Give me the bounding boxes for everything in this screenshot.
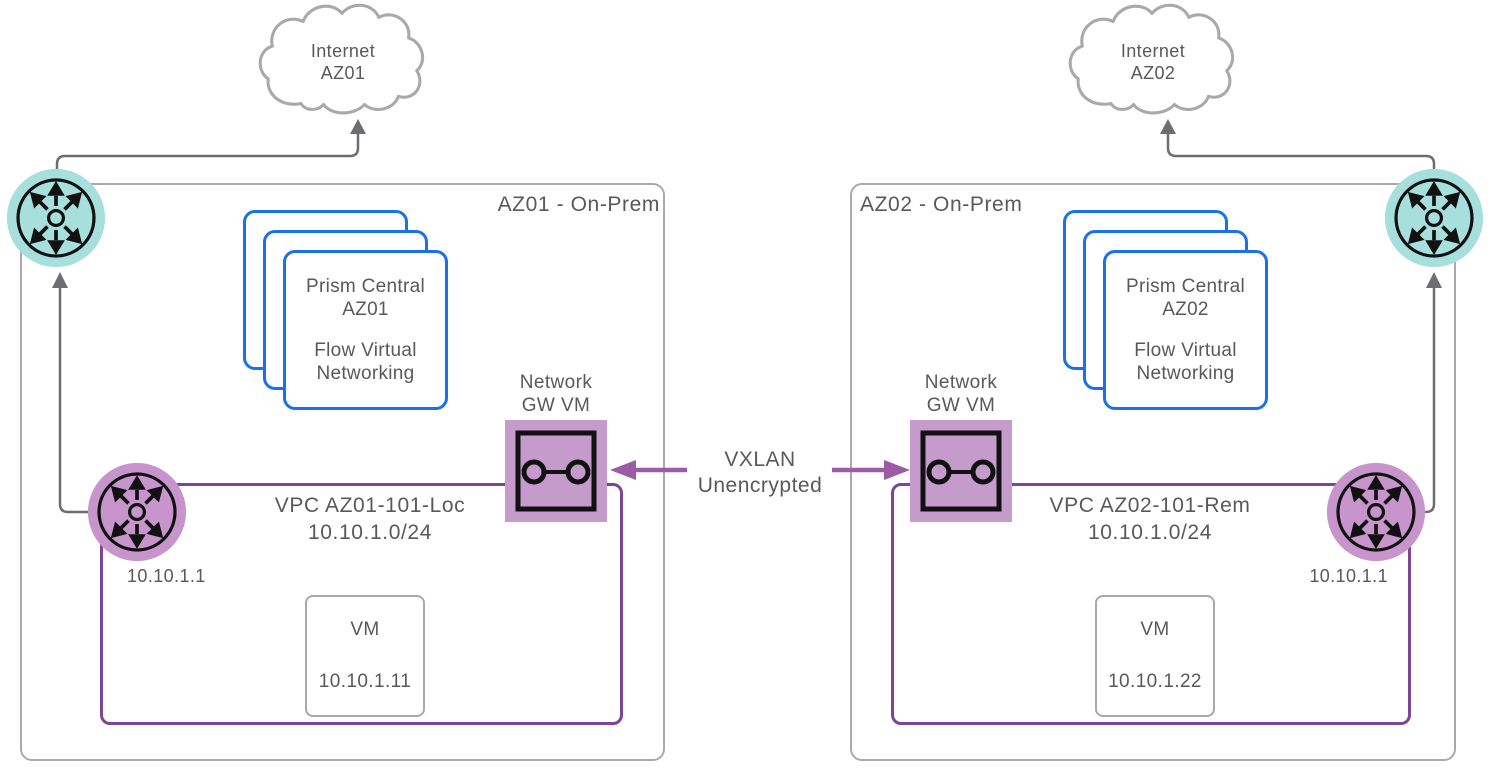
internet-az01-label-line1: Internet — [310, 41, 376, 61]
edge-router-icon-az02 — [1384, 168, 1484, 268]
az02-internet-uplink-arrow — [1160, 119, 1436, 215]
prism-az01-sub-line1: Flow Virtual — [314, 340, 417, 361]
prism-az01-sub-line2: Networking — [316, 363, 415, 384]
az01-vpc-to-edge-arrow — [52, 272, 137, 514]
prism-az01-title-line2: AZ01 — [342, 299, 389, 320]
edge-router-icon-az01 — [6, 168, 106, 268]
vpc-az01-name: VPC AZ01-101-Loc — [274, 494, 466, 517]
internet-az02-label-line2: AZ02 — [1130, 63, 1176, 83]
vpc-az01-box — [100, 483, 623, 725]
gateway-az01-label-line1: Network — [519, 372, 593, 393]
internet-cloud-icon-az01 — [258, 3, 425, 115]
internet-az02-label-line1: Internet — [1120, 41, 1186, 61]
vpc-az01-cidr: 10.10.1.0/24 — [308, 521, 432, 544]
prism-central-az02-card: Prism Central AZ02 Flow Virtual Networki… — [1103, 250, 1268, 410]
az01-internet-uplink-arrow — [55, 119, 366, 215]
vpc-router-az02-ip: 10.10.1.1 — [1309, 566, 1388, 586]
gateway-az02-label: Network GW VM — [881, 371, 1041, 417]
internet-az02-label: Internet AZ02 — [1068, 40, 1238, 84]
prism-az02-sub-line2: Networking — [1136, 363, 1235, 384]
vxlan-link-label-line1: VXLAN — [724, 448, 796, 471]
gateway-az01-label-line2: GW VM — [521, 395, 591, 416]
prism-az02-sub-line1: Flow Virtual — [1134, 340, 1237, 361]
vpc-router-az01-ip: 10.10.1.1 — [127, 566, 206, 586]
vpc-az02-label: VPC AZ02-101-Rem 10.10.1.0/24 — [950, 492, 1350, 546]
internet-az01-label-line2: AZ01 — [320, 63, 366, 83]
vxlan-link-label-line2: Unencrypted — [697, 474, 823, 497]
internet-az01-label: Internet AZ01 — [258, 40, 428, 84]
vpc-az02-name: VPC AZ02-101-Rem — [1049, 494, 1251, 517]
internet-cloud-icon-az02 — [1068, 3, 1235, 115]
vxlan-arrow-to-az02-gateway — [832, 460, 910, 480]
prism-az01-title-line1: Prism Central — [306, 276, 425, 297]
vxlan-arrow-to-az01-gateway — [610, 460, 687, 480]
vpc-az02-cidr: 10.10.1.0/24 — [1088, 521, 1212, 544]
vm-box-az01: VM 10.10.1.11 — [305, 595, 425, 717]
prism-central-az01-card: Prism Central AZ01 Flow Virtual Networki… — [283, 250, 448, 410]
vpc-router-icon-az02 — [1326, 462, 1426, 562]
az02-vpc-to-edge-arrow — [1376, 272, 1442, 514]
network-gateway-vm-icon-az02 — [910, 420, 1012, 522]
vm-az01-label: VM — [350, 619, 380, 640]
vm-box-az02: VM 10.10.1.22 — [1095, 595, 1215, 717]
vm-az02-ip: 10.10.1.22 — [1108, 671, 1202, 692]
vpc-az01-label: VPC AZ01-101-Loc 10.10.1.0/24 — [170, 492, 570, 546]
vpc-az02-box — [891, 483, 1411, 725]
vm-az01-ip: 10.10.1.11 — [318, 671, 412, 692]
gateway-az02-label-line2: GW VM — [926, 395, 996, 416]
vxlan-link-label: VXLAN Unencrypted — [660, 447, 860, 499]
prism-az02-title-line2: AZ02 — [1162, 299, 1209, 320]
vm-az02-label: VM — [1140, 619, 1170, 640]
gateway-az01-label: Network GW VM — [476, 371, 636, 417]
az01-box-label: AZ01 - On-Prem — [497, 193, 660, 216]
vpc-router-icon-az01 — [87, 462, 187, 562]
network-gateway-vm-icon-az01 — [505, 420, 607, 522]
gateway-az02-label-line1: Network — [924, 372, 998, 393]
prism-az02-title-line1: Prism Central — [1126, 276, 1245, 297]
az02-box-label: AZ02 - On-Prem — [860, 193, 1023, 216]
